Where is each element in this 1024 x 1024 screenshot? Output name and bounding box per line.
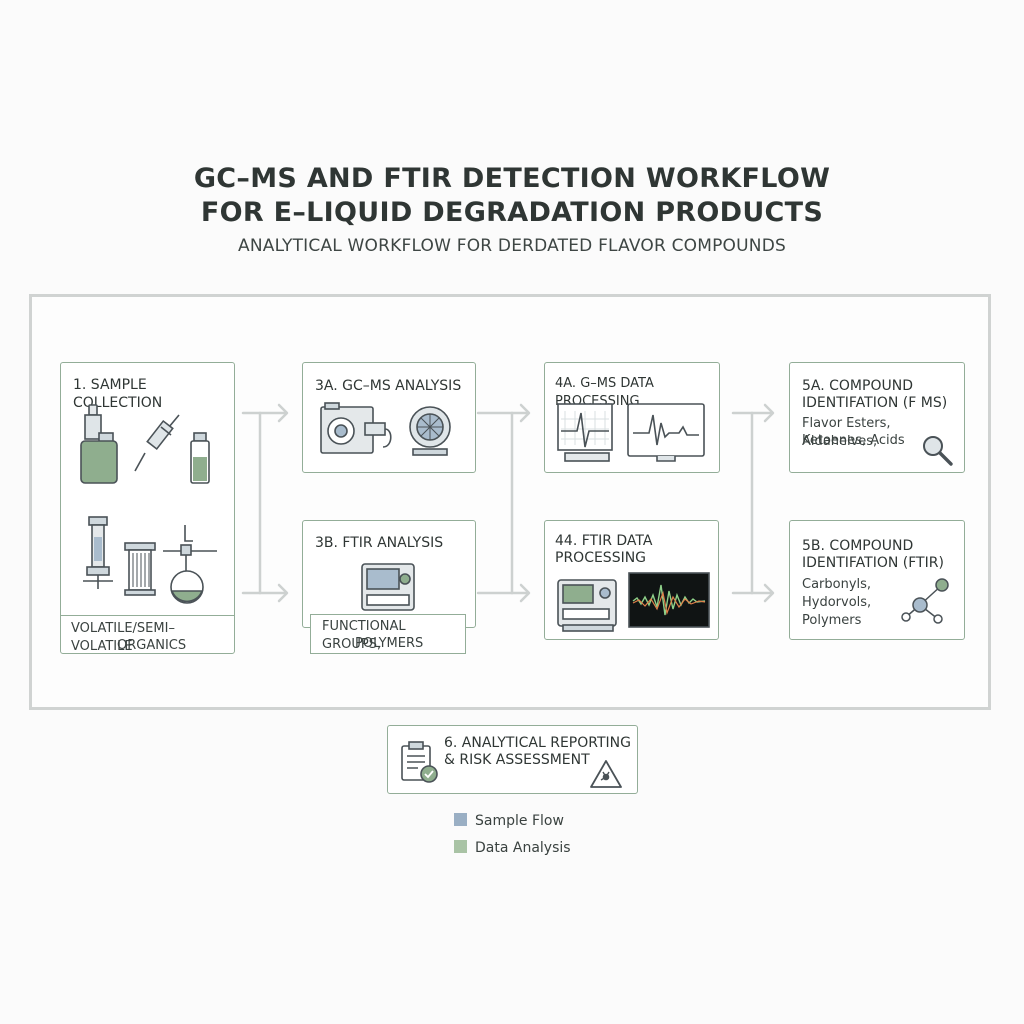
legend-swatch-sample-flow (454, 813, 467, 826)
ftir-instrument-icon (361, 563, 415, 611)
ftir-data-processing-node[interactable]: 44. FTIR DATA PROCESSING (544, 520, 719, 640)
title-line-2: FOR E–LIQUID DEGRADATION PRODUCTS (200, 197, 824, 228)
legend-item-sample-flow: Sample Flow (454, 813, 564, 829)
gc-ms-instrument-icon (320, 402, 392, 454)
ftir-analysis-desc-2: POLYMERS (355, 636, 424, 651)
sample-collection-node[interactable]: 1. SAMPLE COLLECTION (60, 362, 235, 654)
spectrum-monitor-icon (628, 572, 710, 628)
vape-device-icon (80, 404, 118, 484)
instrument-icon (557, 579, 617, 632)
detector-fan-icon (409, 406, 451, 456)
title-line-1: GC–MS AND FTIR DETECTION WORKFLOW (193, 163, 831, 194)
magnifier-icon (923, 436, 953, 466)
compound-id-ftir-node[interactable]: 5B. COMPOUND IDENTIFATION (FTIR) Carbony… (789, 520, 965, 640)
ftir-analysis-node[interactable]: 3B. FTIR ANALYSIS (302, 520, 476, 628)
flask-icon (163, 525, 217, 604)
sample-collection-desc-2: ORGANICS (117, 638, 187, 653)
gcms-data-processing-node[interactable]: 4A. G–MS DATA PROCESSING (544, 362, 720, 473)
legend-label-sample-flow: Sample Flow (475, 813, 564, 829)
compound-id-ftir-desc-3: Polymers (802, 613, 862, 628)
vial-icon (190, 432, 210, 484)
compound-id-ftir-desc-2: Hydorvols, (802, 595, 872, 610)
page-subtitle: ANALYTICAL WORKFLOW FOR DERDATED FLAVOR … (238, 236, 786, 256)
reporting-label-1: 6. ANALYTICAL REPORTING (444, 735, 631, 751)
compound-id-ms-label-1: 5A. COMPOUND (802, 378, 913, 394)
clipboard-icon (401, 741, 438, 783)
filter-column-icon (83, 516, 113, 589)
chromatogram-monitor-icon (557, 403, 613, 462)
ftir-data-processing-label-2: PROCESSING (555, 550, 647, 566)
syringe-icon (134, 414, 180, 472)
reporting-node[interactable]: 6. ANALYTICAL REPORTING & RISK ASSESSMEN… (387, 725, 638, 794)
compound-id-ftir-label-2: IDENTIFATION (FTIR) (802, 555, 944, 571)
ftir-analysis-desc-1: FUNCTIONAL GROUPS, (322, 619, 406, 652)
sample-collection-divider (61, 615, 234, 616)
compound-id-ftir-label-1: 5B. COMPOUND (802, 538, 914, 554)
gcms-analysis-node[interactable]: 3A. GC–MS ANALYSIS (302, 362, 476, 473)
legend-swatch-data-analysis (454, 840, 467, 853)
reporting-label-2: & RISK ASSESSMENT (444, 752, 590, 768)
spectrum-monitor-icon (627, 403, 705, 462)
legend-label-data-analysis: Data Analysis (475, 840, 571, 856)
legend-item-data-analysis: Data Analysis (454, 840, 571, 856)
ftir-analysis-desc-box: FUNCTIONAL GROUPS, POLYMERS (310, 614, 466, 654)
compound-id-ms-node[interactable]: 5A. COMPOUND IDENTIFATION (F MS) Flavor … (789, 362, 965, 473)
hazard-icon (590, 760, 622, 788)
molecule-icon (901, 578, 949, 624)
cartridge-icon (124, 542, 156, 596)
compound-id-ms-label-2: IDENTIFATION (F MS) (802, 395, 948, 411)
ftir-analysis-label: 3B. FTIR ANALYSIS (315, 535, 444, 551)
ftir-data-processing-label-1: 44. FTIR DATA (555, 533, 653, 549)
compound-id-ms-desc-1: Flavor Esters, Aldahelves, (802, 416, 891, 449)
compound-id-ftir-desc-1: Carbonyls, (802, 577, 872, 592)
sample-collection-desc-1: VOLATILE/SEMI–VOLATILE (71, 621, 175, 654)
compound-id-ms-desc-2: Ketoenes, Acids (802, 433, 905, 448)
gcms-analysis-label: 3A. GC–MS ANALYSIS (315, 378, 462, 394)
